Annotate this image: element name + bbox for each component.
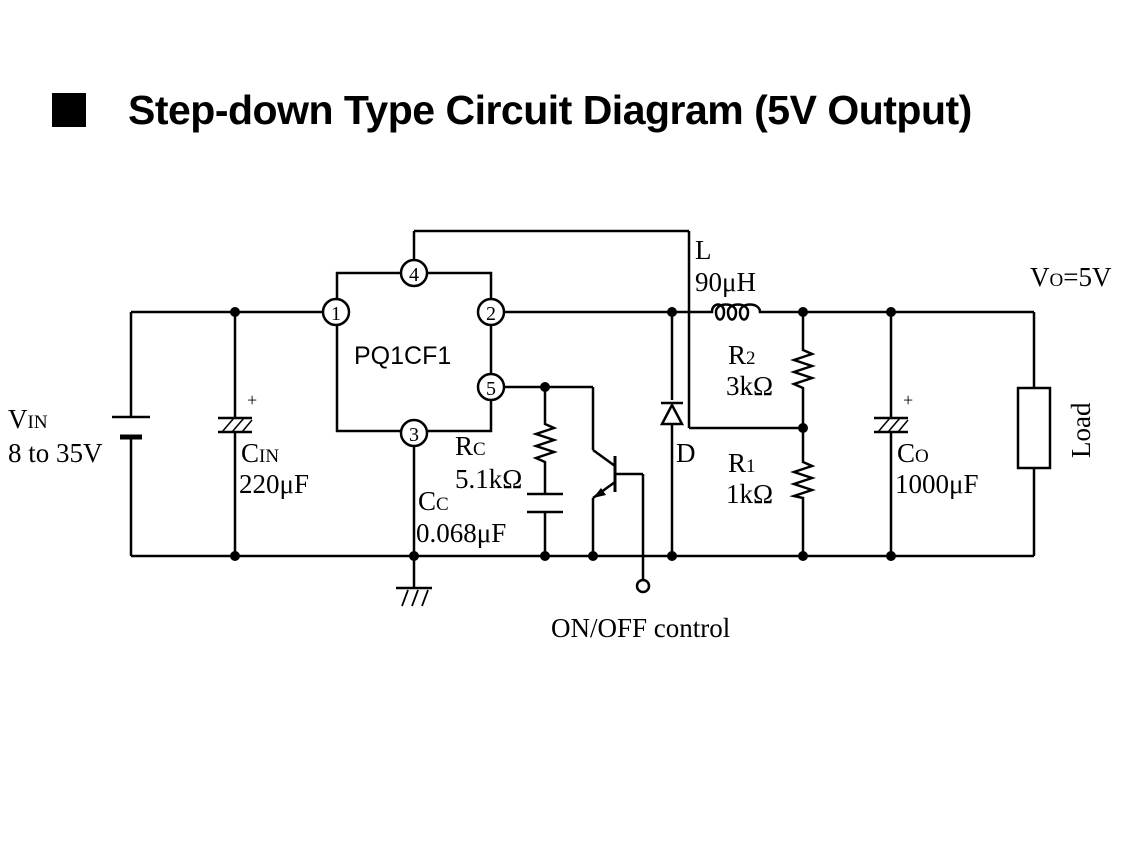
junction-dot <box>798 551 808 561</box>
onoff-terminal <box>635 578 651 594</box>
junction-dot <box>540 551 550 561</box>
vin-source-symbol <box>112 415 150 440</box>
vin-range: 8 to 35V <box>8 438 103 468</box>
cin-polarity: + <box>247 390 257 410</box>
cc-value: 0.068μF <box>416 518 506 548</box>
co-polarity: + <box>903 390 913 410</box>
r2-resistor-symbol <box>790 346 816 392</box>
ground-symbol <box>396 586 432 607</box>
ic-pin-5: 5 <box>486 378 496 400</box>
title-text: Step-down Type Circuit Diagram (5V Outpu… <box>128 86 972 133</box>
load-label: Load <box>1066 402 1096 458</box>
diode-symbol <box>659 401 685 426</box>
load-symbol <box>1016 386 1052 470</box>
co-value: 1000μF <box>895 469 979 499</box>
junction-dot <box>540 382 550 392</box>
junction-dots <box>230 307 896 561</box>
r1-resistor-symbol <box>789 458 816 500</box>
junction-dot <box>798 307 808 317</box>
rc-value: 5.1kΩ <box>455 464 522 494</box>
junction-dot <box>588 551 598 561</box>
junction-dot <box>886 551 896 561</box>
cc-capacitor-symbol <box>527 492 563 514</box>
cc-label: CC <box>418 486 449 516</box>
vo-label: VO=5V <box>1030 262 1112 292</box>
junction-dot <box>230 551 240 561</box>
page-title: Step-down Type Circuit Diagram (5V Outpu… <box>52 82 972 138</box>
ic-pin-1: 1 <box>331 303 341 325</box>
r2-value: 3kΩ <box>726 371 773 401</box>
ic-pin-3: 3 <box>409 424 419 446</box>
rc-label: RC <box>455 431 486 461</box>
cin-capacitor-symbol <box>218 416 253 434</box>
title-bullet-square <box>52 93 86 127</box>
inductor-symbol <box>707 303 765 321</box>
rc-resistor-symbol <box>532 420 558 466</box>
r1-value: 1kΩ <box>726 479 773 509</box>
cin-value: 220μF <box>239 469 309 499</box>
co-label: CO <box>897 438 929 468</box>
junction-dot <box>886 307 896 317</box>
ic-name: PQ1CF1 <box>354 342 451 370</box>
r1-label: R1 <box>728 448 756 478</box>
wires <box>129 229 1036 588</box>
junction-dot <box>230 307 240 317</box>
junction-dot <box>667 307 677 317</box>
diode-label: D <box>676 438 696 468</box>
vin-label: VIN <box>8 404 48 434</box>
junction-dot <box>798 423 808 433</box>
co-capacitor-symbol <box>874 416 909 434</box>
transistor-symbol <box>592 448 643 500</box>
onoff-label: ON/OFF control <box>551 613 730 643</box>
cin-label: CIN <box>241 438 279 468</box>
junction-dot <box>409 551 419 561</box>
ic-pq1cf1: 1 2 3 4 5 PQ1CF1 <box>321 258 506 448</box>
r2-label: R2 <box>728 340 756 370</box>
ic-pin-2: 2 <box>486 303 496 325</box>
ic-pin-4: 4 <box>409 264 419 286</box>
junction-dot <box>667 551 677 561</box>
inductor-label: L <box>695 235 712 265</box>
inductor-value: 90μH <box>695 267 756 297</box>
